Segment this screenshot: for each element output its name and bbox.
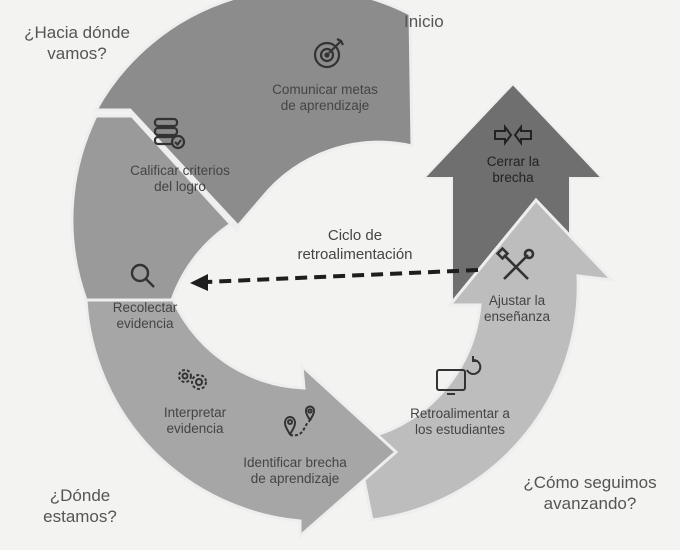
step-communicate-goals: Comunicar metas de aprendizaje — [250, 82, 400, 114]
feedback-dashed-arrow — [205, 268, 479, 284]
step-interpret-evidence: Interpretar evidencia — [140, 405, 250, 437]
step-close-line-2: brecha — [492, 170, 534, 185]
step-feedback-line-2: los estudiantes — [414, 422, 506, 437]
step-give-feedback: Retroalimentar a los estudiantes — [390, 406, 530, 438]
how-continue-line-2: avanzando? — [543, 494, 637, 513]
target-icon — [313, 38, 344, 69]
step-adjust-teaching: Ajustar la enseñanza — [462, 293, 572, 325]
center-label-line-2: retroalimentación — [297, 246, 413, 263]
step-collect-line-1: Recolectar — [112, 300, 178, 315]
how-continue-question: ¿Cómo seguimos avanzando? — [510, 472, 670, 514]
start-label: Inicio — [404, 11, 444, 32]
where-going-line-1: ¿Hacia dónde — [24, 23, 130, 42]
ring-segment-interpret — [84, 290, 399, 540]
where-are-we-line-1: ¿Dónde — [49, 486, 111, 505]
step-interpret-line-1: Interpretar — [163, 405, 227, 420]
step-communicate-line-2: de aprendizaje — [280, 98, 370, 113]
feedback-arrow-head — [190, 274, 208, 291]
center-label-line-1: Ciclo de — [327, 227, 383, 244]
ring-segment-adjust — [354, 197, 616, 522]
where-going-line-2: vamos? — [47, 44, 107, 63]
step-collect-line-2: evidencia — [116, 316, 174, 331]
step-adjust-line-1: Ajustar la — [488, 293, 546, 308]
step-close-gap: Cerrar la brecha — [468, 154, 558, 186]
step-identify-gap: Identificar brecha de aprendizaje — [225, 455, 365, 487]
gears-icon — [178, 369, 207, 390]
step-adjust-line-2: enseñanza — [483, 309, 551, 324]
step-identify-line-1: Identificar brecha — [243, 455, 347, 470]
where-are-we-question: ¿Dónde estamos? — [30, 485, 130, 527]
step-interpret-line-2: evidencia — [166, 421, 224, 436]
monitor-refresh-icon — [436, 356, 482, 395]
step-grade-line-1: Calificar criterios — [130, 163, 230, 178]
step-grade-line-2: del logro — [154, 179, 206, 194]
step-close-line-1: Cerrar la — [486, 154, 540, 169]
start-text: Inicio — [404, 12, 444, 31]
step-identify-line-2: de aprendizaje — [250, 471, 340, 486]
cycle-center-label: Ciclo de retroalimentación — [270, 226, 440, 264]
map-pin-icon — [283, 405, 316, 437]
step-collect-evidence: Recolectar evidencia — [90, 300, 200, 332]
tools-icon — [495, 246, 535, 280]
where-are-we-line-2: estamos? — [43, 507, 117, 526]
database-check-icon — [153, 117, 186, 150]
step-grade-criteria: Calificar criterios del logro — [105, 163, 255, 195]
ring-segment-collect — [70, 114, 240, 302]
step-communicate-line-1: Comunicar metas — [272, 82, 378, 97]
step-feedback-line-1: Retroalimentar a — [410, 406, 510, 421]
arrows-converge-icon — [494, 124, 532, 146]
magnifier-icon — [130, 263, 155, 288]
where-going-question: ¿Hacia dónde vamos? — [14, 22, 140, 64]
how-continue-line-1: ¿Cómo seguimos — [523, 473, 657, 492]
